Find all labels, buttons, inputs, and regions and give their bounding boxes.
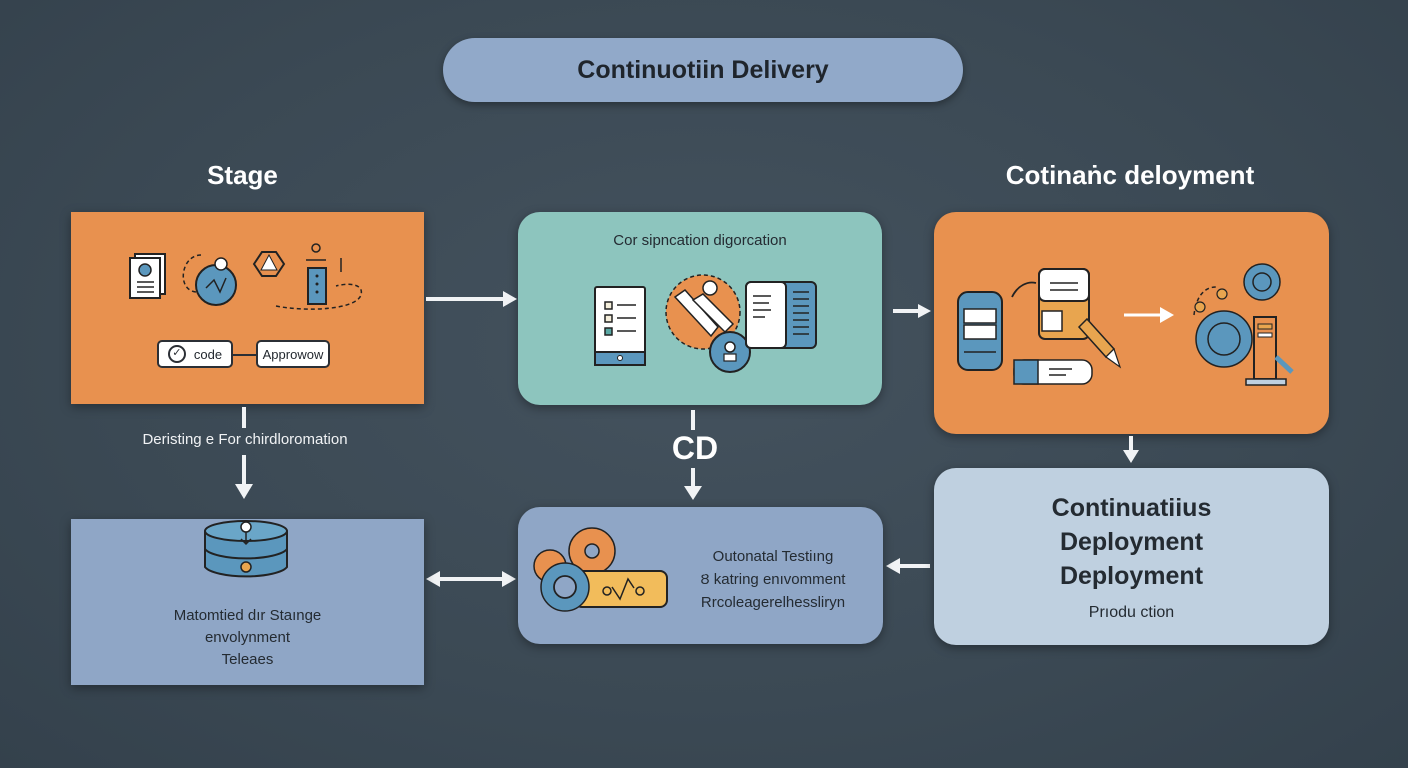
arrow-config-to-testing bbox=[684, 410, 702, 500]
production-line-1: Continuatiius bbox=[1051, 494, 1212, 522]
approval-chip[interactable]: Approwow bbox=[256, 340, 330, 368]
deployment-box[interactable] bbox=[934, 212, 1329, 434]
arrow-stage-to-config bbox=[426, 291, 517, 307]
staging-text: Matomtied dır Staınge envolynment Teleae… bbox=[71, 605, 424, 671]
server-icon bbox=[1245, 316, 1294, 386]
production-box[interactable]: Continuatiius Deployment Deployment Prıo… bbox=[934, 468, 1329, 645]
configuration-box[interactable]: Cor sipncation digorcation bbox=[518, 212, 882, 405]
document-panel-icon bbox=[745, 281, 817, 349]
center-connector-label: CD bbox=[671, 430, 719, 466]
server-rack-icon bbox=[307, 267, 327, 305]
database-device-icon bbox=[957, 291, 1003, 371]
staging-line-3: Teleaes bbox=[221, 651, 274, 668]
checklist-tablet-icon bbox=[594, 286, 646, 366]
pen-icon bbox=[1077, 317, 1122, 369]
left-connector-label: Deristing e For chirdloromation bbox=[142, 431, 348, 448]
arrow-deployment-to-production bbox=[1123, 436, 1139, 463]
tag-arrow-icon bbox=[1013, 359, 1093, 385]
production-line-2: Deployment bbox=[1059, 528, 1204, 556]
staging-box[interactable]: Matomtied dır Staınge envolynment Teleae… bbox=[71, 519, 424, 685]
arrow-production-to-testing bbox=[886, 558, 930, 574]
continuous-deployment-heading: Cotinaṅc deloyment bbox=[1005, 160, 1255, 190]
arrow-stage-to-staging bbox=[235, 407, 253, 499]
stamp-icon bbox=[709, 331, 751, 373]
database-icon bbox=[204, 520, 288, 578]
user-flow-icon bbox=[306, 243, 342, 272]
stage-box[interactable]: ✓ code Approwow bbox=[71, 212, 424, 404]
configuration-title: Cor sipncation digorcation bbox=[613, 232, 787, 249]
arrow-config-to-deployment bbox=[893, 304, 931, 318]
hexagon-warning-icon bbox=[252, 251, 286, 277]
testing-text: Outonatal Testiıng Ȣ katring enıvomment … bbox=[678, 545, 868, 614]
staging-line-2: envolynment bbox=[204, 629, 291, 646]
user-gear-icon bbox=[195, 257, 237, 306]
code-chip-label: code bbox=[193, 346, 223, 362]
gear-icon bbox=[1195, 263, 1281, 368]
production-line-3: Deployment bbox=[1059, 562, 1204, 590]
arrow-staging-testing-bidirectional bbox=[426, 571, 516, 587]
testing-line-1: Outonatal Testiıng bbox=[712, 548, 834, 565]
production-subtitle: Prıodu ction bbox=[1088, 604, 1175, 621]
stage-heading: Stage bbox=[207, 160, 278, 190]
chip-connector bbox=[233, 354, 256, 356]
deployment-illustration bbox=[957, 263, 1294, 386]
testing-line-3: Rrcoleagerelhessliryn bbox=[700, 594, 846, 611]
tag-icon bbox=[665, 274, 741, 350]
gears-toggle-icon bbox=[533, 527, 668, 612]
document-icon bbox=[129, 253, 166, 299]
testing-box[interactable]: Outonatal Testiıng Ȣ katring enıvomment … bbox=[518, 507, 883, 644]
storage-cylinder-icon bbox=[1038, 268, 1090, 340]
testing-line-2: Ȣ katring enıvomment bbox=[700, 571, 846, 588]
stage-illustration bbox=[129, 243, 363, 310]
staging-line-1: Matomtied dır Staınge bbox=[173, 607, 322, 624]
check-circle-icon: ✓ bbox=[167, 345, 186, 363]
diagram-title: Continuotiin Delivery bbox=[443, 38, 963, 102]
production-title: Continuatiius Deployment Deployment bbox=[934, 491, 1329, 593]
code-chip[interactable]: ✓ code bbox=[157, 340, 233, 368]
approval-chip-label: Approwow bbox=[262, 346, 324, 362]
configuration-illustration bbox=[594, 274, 817, 373]
